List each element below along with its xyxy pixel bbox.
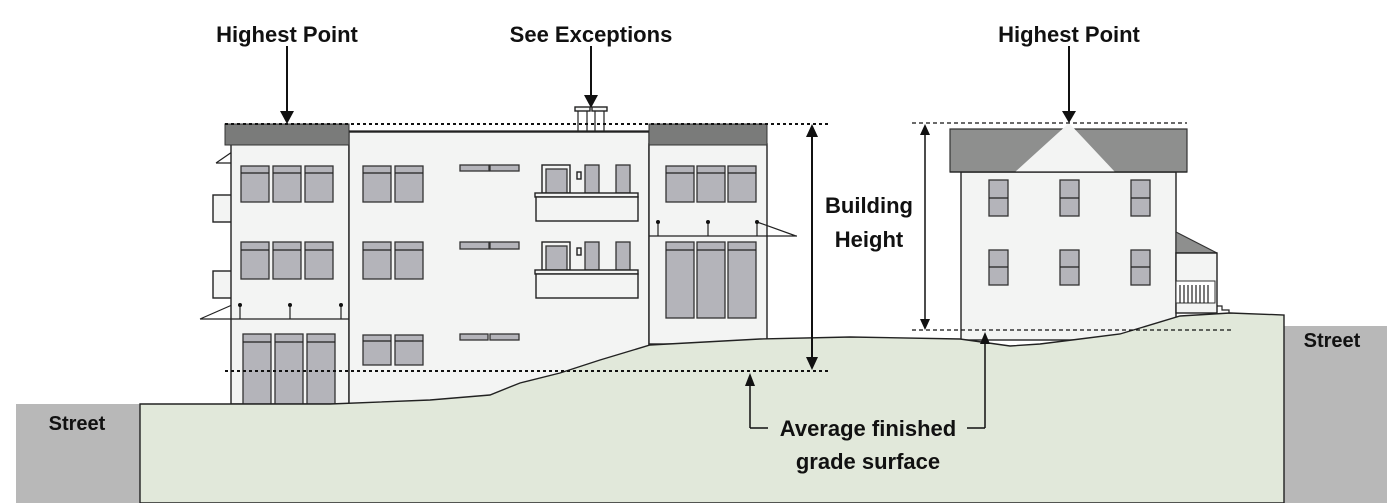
street-right xyxy=(1284,326,1387,503)
label-highest-point-right: Highest Point xyxy=(998,22,1140,47)
arrow-down-icon xyxy=(280,46,294,124)
flat-roof-right xyxy=(648,123,768,146)
label-street-right: Street xyxy=(1304,330,1361,352)
windows-right-block xyxy=(649,165,797,319)
label-highest-point-left: Highest Point xyxy=(216,22,358,47)
rooftop-equipment xyxy=(574,106,608,131)
arrow-down-icon xyxy=(1062,46,1076,123)
arrow-down-icon xyxy=(584,46,598,108)
label-building-height-1: Building xyxy=(825,193,913,218)
label-average-grade-1: Average finished xyxy=(780,416,956,441)
balconies-center xyxy=(534,164,639,299)
porch xyxy=(1175,231,1230,314)
label-building-height-2: Height xyxy=(835,227,904,252)
label-see-exceptions: See Exceptions xyxy=(510,22,673,47)
grade-bracket xyxy=(745,332,990,429)
ground xyxy=(139,312,1285,503)
street-left xyxy=(16,404,140,503)
double-arrow-icon xyxy=(920,124,930,330)
flat-roof-left xyxy=(224,123,350,146)
windows-left-block xyxy=(238,165,343,405)
double-arrow-icon xyxy=(806,124,818,370)
label-average-grade-2: grade surface xyxy=(796,449,940,474)
apartment-building xyxy=(199,106,797,405)
label-street-left: Street xyxy=(49,413,106,435)
windows-center-block xyxy=(362,164,520,366)
house xyxy=(949,123,1230,341)
house-windows xyxy=(988,179,1151,286)
